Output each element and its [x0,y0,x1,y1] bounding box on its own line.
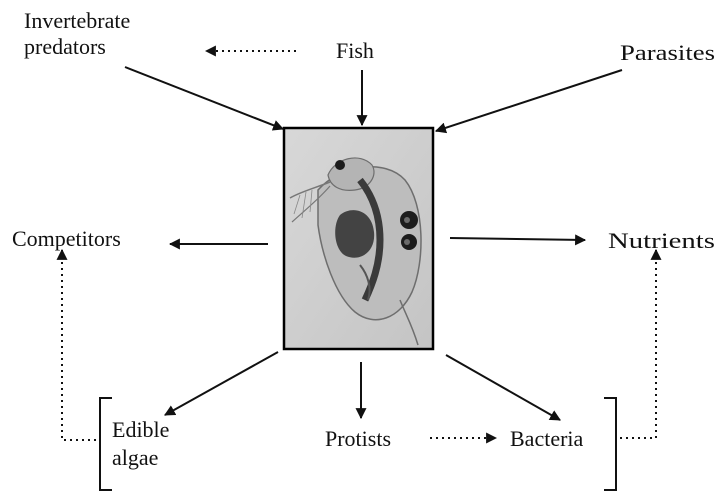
arrow-daphnia-to-edible-algae [165,352,278,415]
arrow-daphnia-to-nutrients [450,238,585,240]
daphnia-image [284,128,433,349]
label-nutrients: Nutrients [608,228,715,253]
label-invertebrate-predators: Invertebrate predators [24,8,136,59]
label-fish: Fish [336,38,374,63]
left-bracket [100,398,112,490]
arrow-daphnia-to-bacteria [446,355,560,420]
right-bracket [604,398,616,490]
arrow-invertebrate-predators-to-daphnia [125,67,283,129]
label-competitors: Competitors [12,226,121,251]
label-protists: Protists [325,426,391,451]
label-bacteria: Bacteria [510,426,584,451]
label-parasites: Parasites [620,40,715,65]
dotted-arrow-edible-algae-to-competitors [62,250,96,440]
dotted-arrow-bacteria-to-nutrients [620,250,656,438]
label-edible-algae: Edible algae [112,417,175,470]
arrow-parasites-to-daphnia [436,70,622,131]
